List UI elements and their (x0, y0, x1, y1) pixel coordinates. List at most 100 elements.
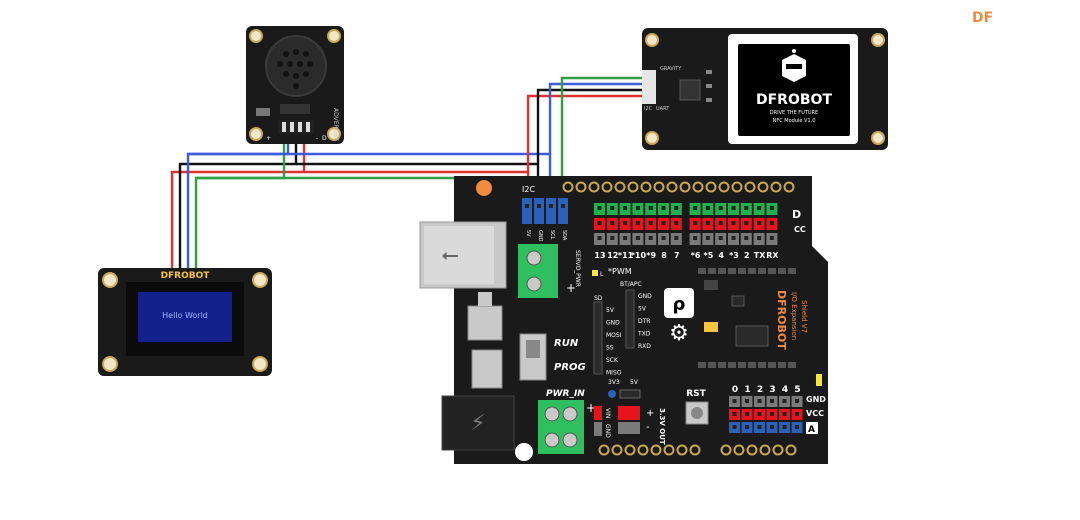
header-pin (650, 444, 662, 456)
shield-brand: DFROBOT (775, 290, 788, 350)
analog-pin-hole (782, 412, 787, 416)
digital-pin-hole (635, 236, 640, 240)
digital-pin-hole (757, 206, 762, 210)
header-strip-pin (758, 268, 766, 274)
header-strip-pin (778, 362, 786, 368)
header-pin (785, 444, 797, 456)
vin-gnd-label: GND (604, 424, 611, 438)
header-pin (666, 181, 678, 193)
analog-pin-rows (729, 396, 803, 433)
analog-pin-hole (770, 399, 774, 403)
digital-pin-label: 4 (718, 251, 724, 260)
bt-pin-label: GND (638, 293, 652, 300)
digital-pin-hole (674, 206, 679, 210)
header-strip-pin (718, 268, 726, 274)
shield-version: Shield V7 (800, 300, 808, 333)
digital-pin-hole (769, 221, 774, 225)
sd-pin-label: MISO (606, 370, 622, 377)
bt-pin-label: RXD (638, 343, 651, 350)
header-strip-pin (708, 362, 716, 368)
digital-pin-label: *9 (646, 251, 656, 260)
shield-io-expansion: I/O Expansion (790, 292, 798, 340)
servo-plus: + (566, 281, 576, 295)
analog-pin-hole (795, 425, 799, 429)
digital-pin-hole (744, 221, 749, 225)
volt-5v-label: 5V (630, 379, 639, 386)
header-strip-pin (698, 362, 706, 368)
header-pin (770, 181, 782, 193)
header-pin (624, 444, 636, 456)
voltage-regulator (467, 305, 503, 341)
gear-icon: ⚙ (669, 321, 689, 346)
analog-pin-label: 1 (744, 385, 750, 395)
bt-pin-label: 5V (638, 306, 647, 313)
header-strip-pin (738, 268, 746, 274)
analog-pin-hole (782, 425, 787, 429)
digital-pin-hole (635, 206, 640, 210)
nfc-i2c-label: I2C (644, 106, 653, 112)
wire-nfc-black (536, 88, 642, 164)
volt-3v3-label: 3V3 (608, 379, 620, 386)
header-pin (627, 181, 639, 193)
digital-pin-label: TX (754, 251, 766, 260)
analog-pin-hole (732, 412, 737, 416)
digital-pin-label: 12 (607, 251, 618, 260)
analog-pin-hole (782, 399, 787, 403)
speaker-grille (265, 35, 327, 97)
l-led (592, 270, 598, 276)
i2c-pin-gnd: GND (537, 230, 543, 242)
oled-screen-text: Hello World (162, 311, 208, 320)
i2c-label: I2C (522, 185, 535, 194)
header-strip-pin (788, 362, 796, 368)
header-pin (733, 444, 745, 456)
bt-header (625, 289, 635, 349)
header-strip-pin (778, 268, 786, 274)
sd-pin-label: 5V (606, 307, 615, 314)
digital-pin-hole (597, 221, 602, 225)
header-strip-pin (708, 268, 716, 274)
header-pin (705, 181, 717, 193)
digital-pin-hole (661, 236, 666, 240)
digital-pin-hole (718, 236, 723, 240)
digital-pin-rows (594, 203, 778, 245)
sd-pin-label: SCK (606, 357, 619, 364)
analog-pin-label: 5 (794, 385, 800, 395)
analog-pin-hole (732, 399, 737, 403)
digital-pin-label: *11 (618, 251, 634, 260)
header-pin (783, 181, 795, 193)
header-pin (692, 181, 704, 193)
analog-pin-label: 0 (732, 385, 738, 395)
wire-speaker-blue (186, 130, 290, 272)
pwm-label: *PWM (608, 267, 632, 276)
header-pin (663, 444, 675, 456)
digital-pin-hole (705, 221, 710, 225)
analog-pin-hole (770, 412, 774, 416)
header-pin (731, 181, 743, 193)
out-plus: + (646, 408, 654, 419)
digital-pin-hole (635, 221, 640, 225)
dfrobot-shield-logo (664, 288, 694, 318)
wire-nfc-green (560, 76, 642, 178)
i2c-pin-5v: 5V (525, 230, 531, 237)
digital-pin-hole (731, 221, 736, 225)
servo-terminal (518, 244, 558, 298)
wire-nfc-blue (548, 82, 642, 154)
oled-brand: DFROBOT (161, 271, 211, 281)
digital-pin-hole (623, 236, 628, 240)
dfrobot-p-icon: ρ (673, 294, 686, 315)
digital-pin-hole (744, 236, 749, 240)
digital-pin-hole (674, 221, 679, 225)
header-strip-pin (748, 268, 756, 274)
digital-pin-label: 2 (744, 251, 750, 260)
nfc-module: GRAVITY I2C UART DFROBOT DRIVE THE FUTUR… (642, 28, 888, 150)
out-minus: - (646, 422, 650, 433)
digital-pin-label: RX (766, 251, 779, 260)
power-led (476, 180, 492, 196)
header-pin (598, 444, 610, 456)
sd-pin-label: MOSI (606, 332, 622, 339)
header-pin (689, 444, 701, 456)
wire-speaker-black (178, 130, 298, 272)
usb-icon: ⭠ (441, 243, 459, 268)
digital-pin-label: 8 (661, 251, 667, 260)
